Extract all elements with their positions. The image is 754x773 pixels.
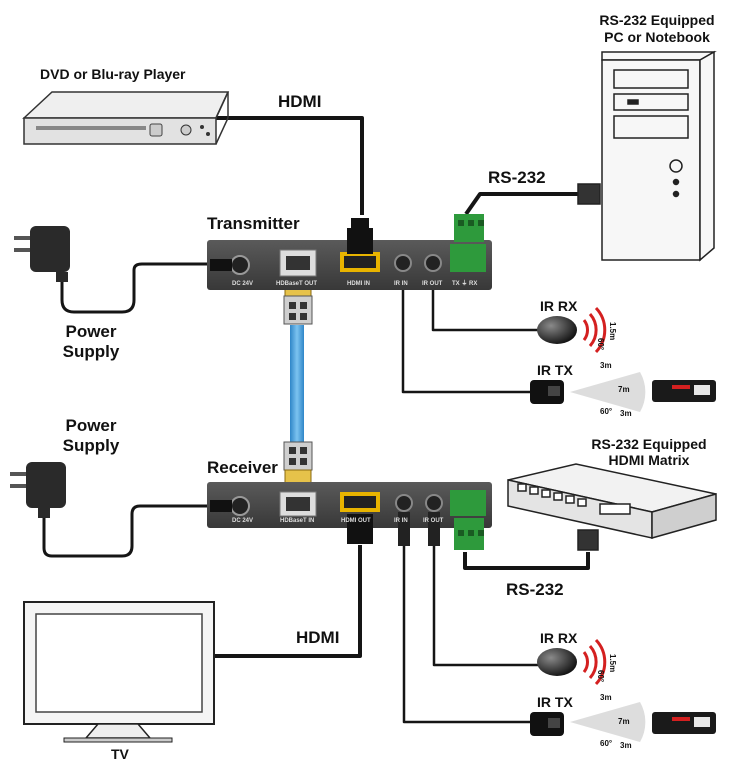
rs232-top-label: RS-232 [488, 168, 546, 187]
pc-title-line2: PC or Notebook [604, 29, 710, 45]
ir-tx-bottom-range-b: 7m [618, 717, 630, 726]
power-supply-bottom-line1: Power [65, 416, 117, 435]
rx-ir-in-label: IR IN [394, 518, 408, 524]
ir-tx-emitter-bottom: 3m 7m 60° 3m [530, 693, 646, 750]
cables [42, 116, 590, 724]
power-supply-top-line1: Power [65, 322, 117, 341]
rx-ir-out-label: IR OUT [423, 518, 444, 524]
matrix-title-line1: RS-232 Equipped [591, 436, 707, 452]
dvd-player-device [22, 91, 230, 145]
hdmi-top-label: HDMI [278, 92, 322, 111]
ir-tx-cable-top [401, 270, 530, 394]
tv-device [23, 601, 215, 743]
hdmi-matrix-device [507, 463, 717, 551]
power-cable-bottom [42, 504, 210, 558]
rx-dc-label: DC 24V [232, 518, 253, 524]
dvd-player-label: DVD or Blu-ray Player [40, 66, 186, 82]
hdmi-bottom-label: HDMI [296, 628, 340, 647]
transmitter-label: Transmitter [207, 214, 300, 233]
tx-dc-label: DC 24V [232, 281, 253, 287]
ir-rx-bottom-range: 1.5m [608, 654, 617, 672]
receiver-device: DC 24V HDBaseT IN HDMI OUT IR IN IR OUT [207, 482, 492, 550]
power-adapter-bottom [10, 462, 66, 518]
pc-tower-device [577, 50, 717, 262]
ir-rx-eye-bottom: 1.5m 60° [537, 638, 617, 686]
remote-control-top [652, 380, 716, 402]
tx-hdmi-label: HDMI IN [347, 281, 370, 287]
ir-tx-top-range-a: 3m [600, 361, 612, 370]
rx-hdmi-label: HDMI OUT [341, 518, 371, 524]
ir-tx-cable-bottom [402, 545, 530, 724]
hdmi-cable-bottom [212, 545, 362, 658]
ir-tx-top-range-b: 7m [618, 385, 630, 394]
power-supply-top-line2: Supply [62, 342, 120, 361]
tx-ir-out-label: IR OUT [422, 281, 443, 287]
hdmi-cable-top [214, 116, 364, 215]
ir-rx-top-range: 1.5m [608, 322, 617, 340]
transmitter-device: DC 24V HDBaseT OUT HDMI IN IR IN IR OUT … [207, 214, 492, 290]
ir-rx-top-label: IR RX [540, 298, 578, 314]
ir-rx-eye-top: 1.5m 60° [537, 306, 617, 354]
remote-control-bottom [652, 712, 716, 734]
rs232-cable-top [464, 192, 578, 216]
ir-tx-bottom-range-c: 3m [620, 741, 632, 750]
ir-tx-top-range-c: 3m [620, 409, 632, 418]
rx-hdbaset-label: HDBaseT IN [280, 518, 314, 524]
power-supply-bottom-line2: Supply [62, 436, 120, 455]
ir-rx-cable-bottom [432, 545, 540, 667]
ir-tx-emitter-top: 3m 7m 60° 3m [530, 361, 646, 418]
tx-rs232-label: TX ⏚ RX [452, 280, 477, 287]
ir-tx-top-angle: 60° [600, 407, 612, 416]
tv-label: TV [111, 746, 129, 762]
hdbaset-cable [283, 277, 313, 489]
ir-rx-bottom-angle: 60° [596, 670, 605, 682]
tx-ir-in-label: IR IN [394, 281, 408, 287]
power-adapter-top [14, 226, 70, 282]
ir-tx-top-label: IR TX [537, 362, 573, 378]
power-cable-top [60, 262, 210, 314]
ir-rx-top-angle: 60° [596, 338, 605, 350]
rs232-cable-bottom [463, 552, 590, 570]
ir-tx-bottom-range-a: 3m [600, 693, 612, 702]
ir-rx-bottom-label: IR RX [540, 630, 578, 646]
pc-title-line1: RS-232 Equipped [599, 12, 715, 28]
receiver-label: Receiver [207, 458, 278, 477]
tx-hdbaset-label: HDBaseT OUT [276, 281, 317, 287]
ir-tx-bottom-label: IR TX [537, 694, 573, 710]
rs232-bottom-label: RS-232 [506, 580, 564, 599]
matrix-title-line2: HDMI Matrix [608, 452, 690, 468]
ir-tx-bottom-angle: 60° [600, 739, 612, 748]
